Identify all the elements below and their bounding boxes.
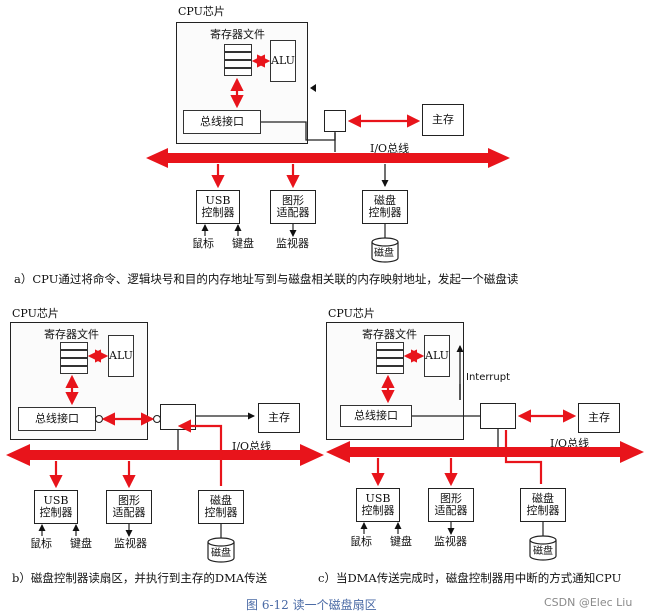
graphics-adapter: 图形 适配器 (106, 490, 152, 524)
bus-drop-arrows (371, 458, 458, 487)
monitor-label: 监视器 (434, 535, 467, 548)
io-bus-arrow (326, 441, 644, 463)
interrupt-label: Interrupt (466, 372, 511, 383)
io-bridge (480, 403, 516, 429)
register-file-label: 寄存器文件 (362, 328, 417, 341)
io-bus-arrow (6, 444, 324, 466)
bus-interface: 总线接口 (340, 405, 412, 427)
usb-controller: USB 控制器 (34, 490, 78, 524)
disk-label-overlay: 磁盘 (533, 546, 553, 557)
alu: ALU (424, 335, 450, 377)
caption-b: b）磁盘控制器读扇区，并执行到主存的DMA传送 (12, 571, 268, 585)
io-bridge (160, 404, 196, 430)
mouse-label: 鼠标 (192, 237, 214, 250)
main-memory: 主存 (258, 403, 300, 433)
cpu-chip-label: CPU芯片 (178, 5, 225, 18)
watermark: CSDN @Elec Liu (544, 596, 633, 609)
alu: ALU (270, 40, 296, 82)
main-memory: 主存 (422, 104, 464, 136)
graphics-adapter: 图形 适配器 (270, 190, 316, 224)
bus-interface: 总线接口 (18, 407, 96, 431)
device-lines (201, 224, 386, 238)
graphics-adapter: 图形 适配器 (428, 488, 474, 522)
bus-drop-arrows (49, 461, 136, 489)
disk-controller: 磁盘 控制器 (198, 490, 244, 524)
keyboard-label: 键盘 (390, 535, 412, 548)
io-bridge (324, 110, 346, 132)
cpu-chip-label: CPU芯片 (12, 307, 59, 320)
main-memory: 主存 (578, 403, 620, 433)
disk-label-overlay: 磁盘 (211, 548, 231, 559)
monitor-label: 监视器 (114, 537, 147, 550)
interrupt-path-arrow (504, 430, 543, 484)
cpu-chip-label: CPU芯片 (328, 307, 375, 320)
caption-a: a）CPU通过将命令、逻辑块号和目的内存地址写到与磁盘相关联的内存映射地址，发起… (14, 272, 519, 286)
disk-controller: 磁盘 控制器 (362, 190, 408, 224)
keyboard-label: 键盘 (232, 237, 254, 250)
bus-interface: 总线接口 (183, 110, 261, 134)
mouse-label: 鼠标 (30, 537, 52, 550)
io-bus-label: I/O总线 (232, 440, 272, 453)
keyboard-label: 键盘 (70, 537, 92, 550)
usb-controller: USB 控制器 (196, 190, 240, 224)
caption-c: c）当DMA传送完成时，磁盘控制器用中断的方式通知CPU (318, 571, 622, 585)
alu: ALU (108, 335, 134, 377)
dma-path-arrow (177, 419, 223, 486)
register-file-label: 寄存器文件 (44, 328, 99, 341)
io-bus-arrow (146, 148, 510, 168)
usb-controller: USB 控制器 (356, 488, 400, 522)
monitor-label: 监视器 (276, 237, 309, 250)
bus-drop-arrows (211, 164, 389, 189)
mouse-label: 鼠标 (350, 535, 372, 548)
figure-caption: 图 6-12 读一个磁盘扇区 (246, 598, 377, 612)
disk-label-overlay: 磁盘 (374, 248, 394, 259)
io-bus-label: I/O总线 (550, 437, 590, 450)
register-file-label: 寄存器文件 (210, 28, 265, 41)
io-bus-label: I/O总线 (370, 142, 410, 155)
disk-controller: 磁盘 控制器 (520, 488, 566, 522)
